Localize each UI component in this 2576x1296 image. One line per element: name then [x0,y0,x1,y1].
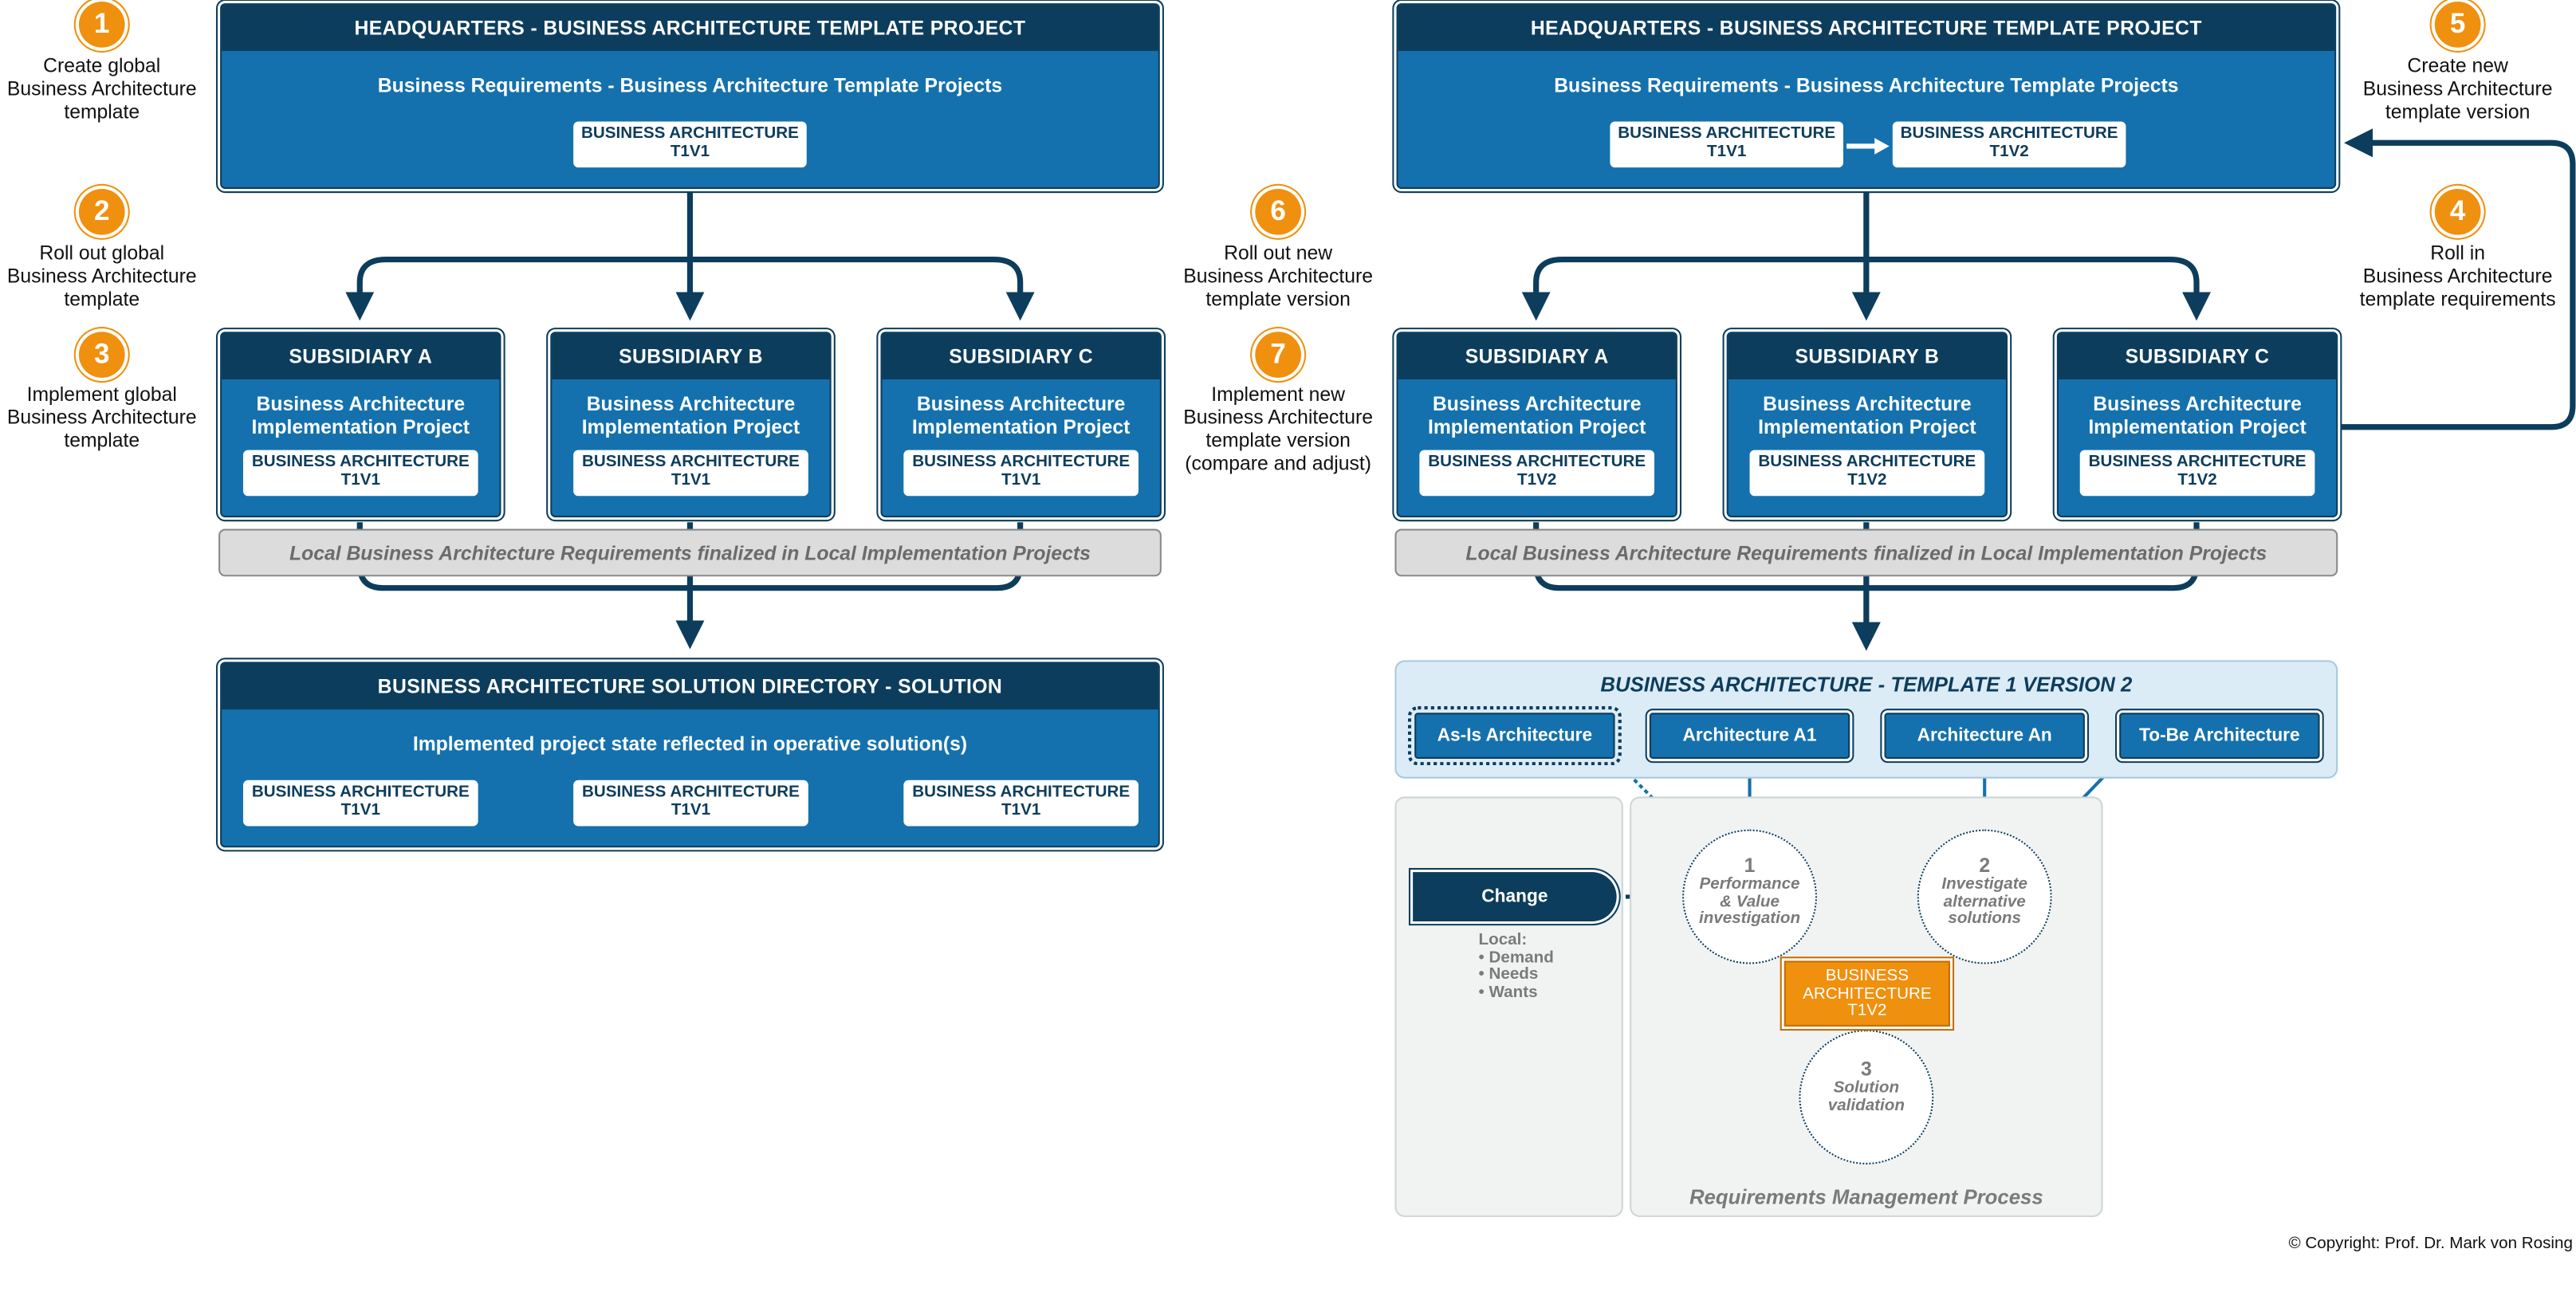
step-badge-5: 5 [2434,2,2481,48]
left-subsidiary-a-subtitle: Business Architecture Implementation Pro… [251,392,470,439]
process-step-1-number: 1 [1744,854,1756,878]
left-subsidiary-c: SUBSIDIARY C Business Architecture Imple… [880,332,1162,518]
process-step-3-number: 3 [1860,1058,1872,1081]
step-badge-2: 2 [78,188,125,235]
left-hq-subtitle: Business Requirements - Business Archite… [377,73,1003,97]
process-step-3: 3 Solution validation [1799,1029,1934,1164]
process-step-2: 2 Investigate alternative solutions [1917,829,2052,964]
right-subsidiary-a-subtitle: Business Architecture Implementation Pro… [1427,392,1646,439]
step-label-6: Roll out new Business Architecture templ… [1183,241,1374,311]
left-solution-tag-2: BUSINESS ARCHITECTURE T1V1 [573,780,808,827]
right-subsidiary-c-subtitle: Business Architecture Implementation Pro… [2088,392,2307,439]
right-subsidiary-a-title: SUBSIDIARY A [1398,333,1676,379]
architecture-a1-box: Architecture A1 [1649,713,1850,759]
left-subsidiary-b: SUBSIDIARY B Business Architecture Imple… [550,332,832,518]
right-subsidiary-c-tag: BUSINESS ARCHITECTURE T1V2 [2079,450,2315,497]
left-subsidiary-a-tag: BUSINESS ARCHITECTURE T1V1 [242,450,478,497]
process-step-2-number: 2 [1979,854,1991,878]
left-solution-tag-3: BUSINESS ARCHITECTURE T1V1 [903,780,1139,827]
architecture-an-box: Architecture An [1884,713,2085,759]
change-label: Change [1481,886,1548,907]
right-subsidiary-c: SUBSIDIARY C Business Architecture Imple… [2056,332,2338,518]
right-subsidiary-c-title: SUBSIDIARY C [2058,333,2337,379]
process-caption: Requirements Management Process [1689,1185,2043,1209]
right-subsidiary-b-title: SUBSIDIARY B [1728,333,2006,379]
as-is-architecture-box: As-Is Architecture [1407,706,1622,766]
right-subsidiary-b-subtitle: Business Architecture Implementation Pro… [1758,392,1976,439]
local-drivers: Local: • Demand • Needs • Wants [1478,931,1554,1002]
roll-in-connector [2339,128,2576,430]
step-badge-7: 7 [1255,332,1301,378]
left-rollout-connector [345,192,1035,321]
local-driver-item: • Demand [1478,948,1554,967]
left-solution-subtitle: Implemented project state reflected in o… [412,732,968,756]
process-center-tag: BUSINESS ARCHITECTURE T1V2 [1784,960,1950,1027]
step-badge-6: 6 [1255,188,1301,235]
right-subsidiary-b: SUBSIDIARY B Business Architecture Imple… [1726,332,2008,518]
left-hq-tag: BUSINESS ARCHITECTURE T1V1 [573,121,807,168]
left-subsidiary-b-title: SUBSIDIARY B [552,333,830,379]
version-arrow-icon [1846,138,1890,155]
right-subsidiary-a-tag: BUSINESS ARCHITECTURE T1V2 [1419,450,1655,497]
left-solution-title: BUSINESS ARCHITECTURE SOLUTION DIRECTORY… [222,663,1158,710]
process-step-1-text: Performance & Value investigation [1698,875,1801,929]
step-label-3: Implement global Business Architecture t… [6,383,197,452]
left-solution-tag-1: BUSINESS ARCHITECTURE T1V1 [242,780,478,827]
local-drivers-title: Local: [1478,931,1528,950]
process-step-3-text: Solution validation [1827,1078,1905,1115]
change-panel [1394,796,1623,1217]
right-hq-box: HEADQUARTERS - BUSINESS ARCHITECTURE TEM… [1396,3,2337,189]
template-title: BUSINESS ARCHITECTURE - TEMPLATE 1 VERSI… [1600,673,2133,697]
left-local-requirements-bar: Local Business Architecture Requirements… [218,528,1162,577]
step-label-2: Roll out global Business Architecture te… [6,241,197,311]
left-subsidiary-c-subtitle: Business Architecture Implementation Pro… [911,392,1131,439]
left-subsidiary-a-title: SUBSIDIARY A [222,333,500,379]
step-badge-3: 3 [78,332,125,378]
local-driver-item: • Wants [1478,983,1538,1001]
right-hq-subtitle: Business Requirements - Business Archite… [1554,73,2179,97]
right-subsidiary-a: SUBSIDIARY A Business Architecture Imple… [1396,332,1677,518]
step-label-7: Implement new Business Architecture temp… [1183,383,1374,475]
step-label-1: Create global Business Architecture temp… [6,53,197,124]
left-subsidiary-c-title: SUBSIDIARY C [882,333,1160,379]
process-step-1: 1 Performance & Value investigation [1682,829,1818,964]
left-solution-box: BUSINESS ARCHITECTURE SOLUTION DIRECTORY… [220,662,1160,848]
right-subsidiary-b-tag: BUSINESS ARCHITECTURE T1V2 [1749,450,1985,497]
left-hq-title: HEADQUARTERS - BUSINESS ARCHITECTURE TEM… [222,5,1158,51]
step-badge-4: 4 [2434,188,2481,235]
left-subsidiary-b-tag: BUSINESS ARCHITECTURE T1V1 [573,450,808,497]
step-label-4: Roll in Business Architecture template r… [2359,241,2556,311]
right-hq-tag-v2: BUSINESS ARCHITECTURE T1V2 [1892,121,2126,168]
local-driver-item: • Needs [1478,965,1539,984]
right-hq-title: HEADQUARTERS - BUSINESS ARCHITECTURE TEM… [1398,5,2335,51]
right-hq-tag-v1: BUSINESS ARCHITECTURE T1V1 [1610,121,1843,168]
right-rollout-connector [1521,192,2212,321]
right-local-requirements-bar: Local Business Architecture Requirements… [1394,528,2338,577]
copyright-notice: © Copyright: Prof. Dr. Mark von Rosing [2288,1235,2573,1254]
left-hq-box: HEADQUARTERS - BUSINESS ARCHITECTURE TEM… [220,3,1160,189]
left-subsidiary-a: SUBSIDIARY A Business Architecture Imple… [220,332,501,518]
step-badge-1: 1 [78,2,125,48]
left-subsidiary-c-tag: BUSINESS ARCHITECTURE T1V1 [903,450,1139,497]
step-label-5: Create new Business Architecture templat… [2362,53,2553,124]
to-be-architecture-box: To-Be Architecture [2119,713,2320,759]
left-subsidiary-b-subtitle: Business Architecture Implementation Pro… [581,392,800,439]
process-step-2-text: Investigate alternative solutions [1941,875,2028,929]
change-box: Change [1413,872,1617,921]
